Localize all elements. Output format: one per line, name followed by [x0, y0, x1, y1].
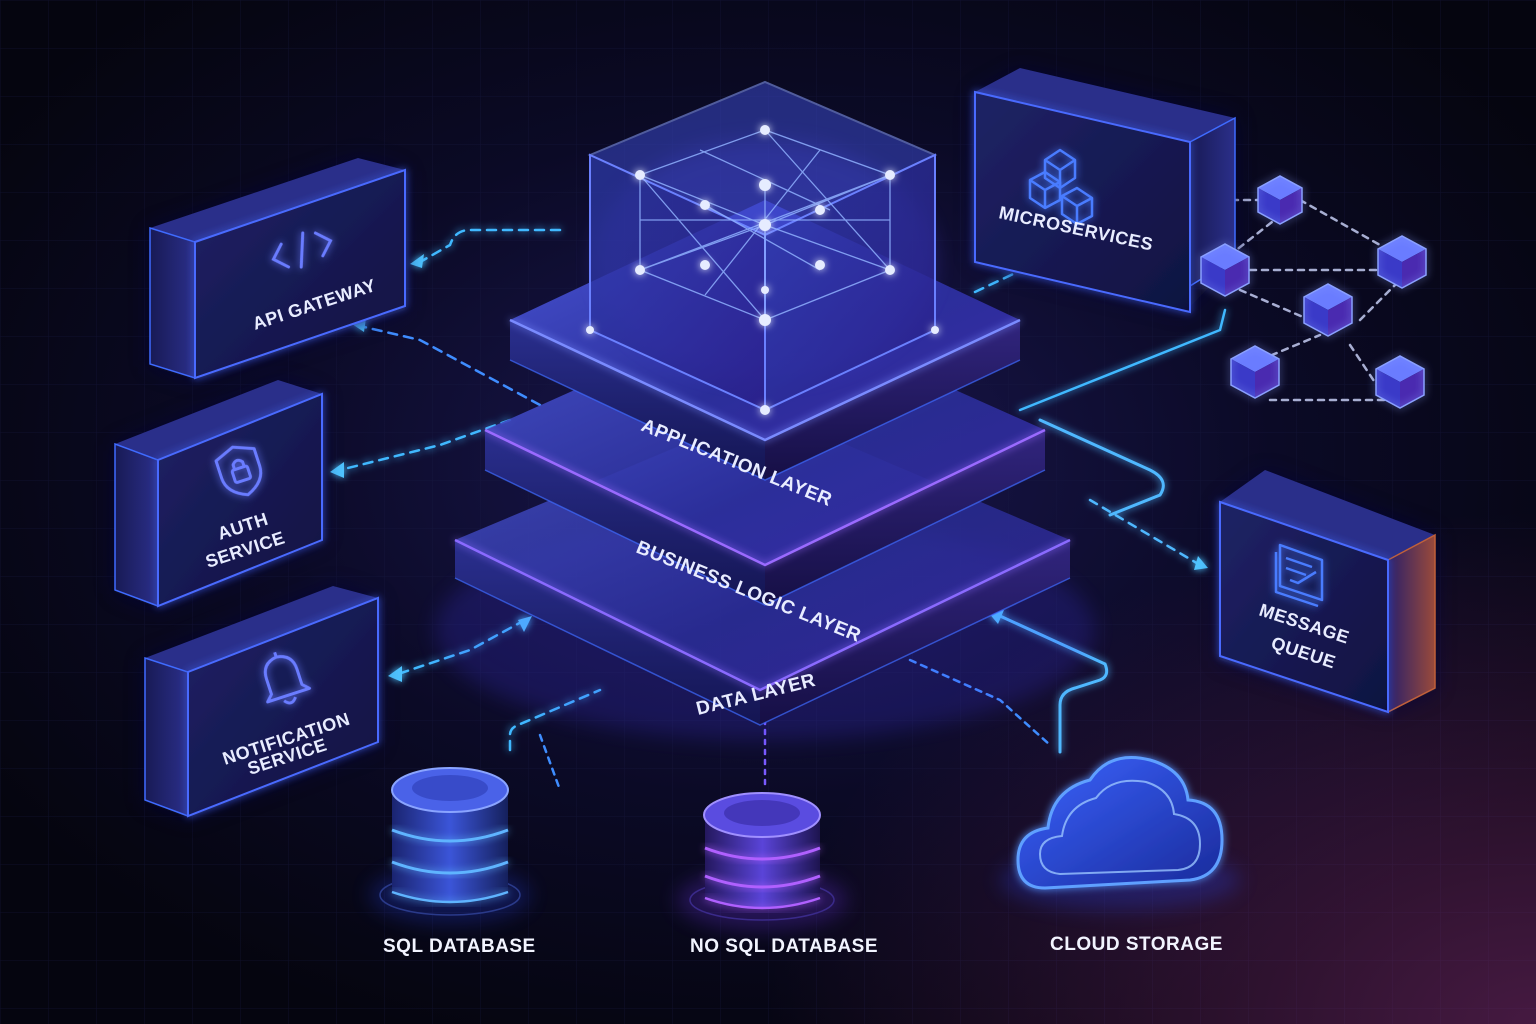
cloud-icon — [1016, 756, 1224, 890]
cloud-storage[interactable]: CLOUD STORAGE — [1000, 756, 1240, 956]
cube-link-2 — [1298, 198, 1382, 247]
microservices-box[interactable]: MICROSERVICES — [974, 68, 1236, 314]
node-cube-2 — [1200, 243, 1250, 297]
network-cube — [586, 80, 939, 415]
arrow-notification — [388, 666, 402, 682]
nosql-database[interactable]: NO SQL DATABASE — [677, 792, 878, 957]
microservice-nodes — [1200, 175, 1427, 409]
connector-message-queue — [1038, 418, 1165, 517]
api-gateway-box[interactable]: API GATEWAY — [149, 158, 406, 380]
database-icon — [391, 767, 509, 904]
connector-microservices-2 — [1018, 308, 1227, 412]
arrow-api-gateway — [410, 254, 424, 268]
nosql-database-label: NO SQL DATABASE — [690, 936, 878, 957]
node-cube-4 — [1303, 283, 1353, 337]
connector-cloud — [998, 614, 1109, 754]
arrow-message-queue — [1194, 556, 1208, 570]
sql-database-label: SQL DATABASE — [383, 936, 536, 957]
bell-icon — [263, 651, 311, 705]
connector-auth — [338, 418, 512, 472]
notification-service-box[interactable]: NOTIFICATION SERVICE — [144, 586, 379, 818]
message-queue-icon — [1274, 543, 1324, 608]
layer-stack: APPLICATION LAYER BUSINESS LOGIC LAYER D… — [435, 80, 1095, 740]
node-cube-1 — [1257, 175, 1303, 225]
connector-sql-2 — [538, 733, 562, 792]
cube-link-8 — [1348, 343, 1382, 392]
sql-database[interactable]: SQL DATABASE — [370, 767, 536, 957]
cubes-icon — [1028, 148, 1094, 226]
cube-link-5 — [1238, 288, 1312, 322]
connector-api-gateway-2 — [358, 324, 542, 407]
message-queue-box[interactable]: MESSAGE QUEUE — [1219, 470, 1436, 714]
auth-service-box[interactable]: AUTH SERVICE — [114, 380, 323, 608]
code-icon — [271, 231, 333, 269]
cloud-storage-label: CLOUD STORAGE — [1050, 934, 1223, 955]
connector-api-gateway — [418, 228, 562, 264]
node-cube-6 — [1375, 355, 1425, 409]
database-icon — [703, 792, 821, 910]
node-cube-5 — [1230, 345, 1280, 399]
cube-link-6 — [1358, 278, 1402, 322]
arrow-auth — [330, 462, 344, 478]
connector-sql — [508, 688, 602, 752]
node-cube-3 — [1377, 235, 1427, 289]
shield-lock-icon — [214, 445, 263, 497]
connector-message-queue-2 — [1088, 498, 1202, 567]
